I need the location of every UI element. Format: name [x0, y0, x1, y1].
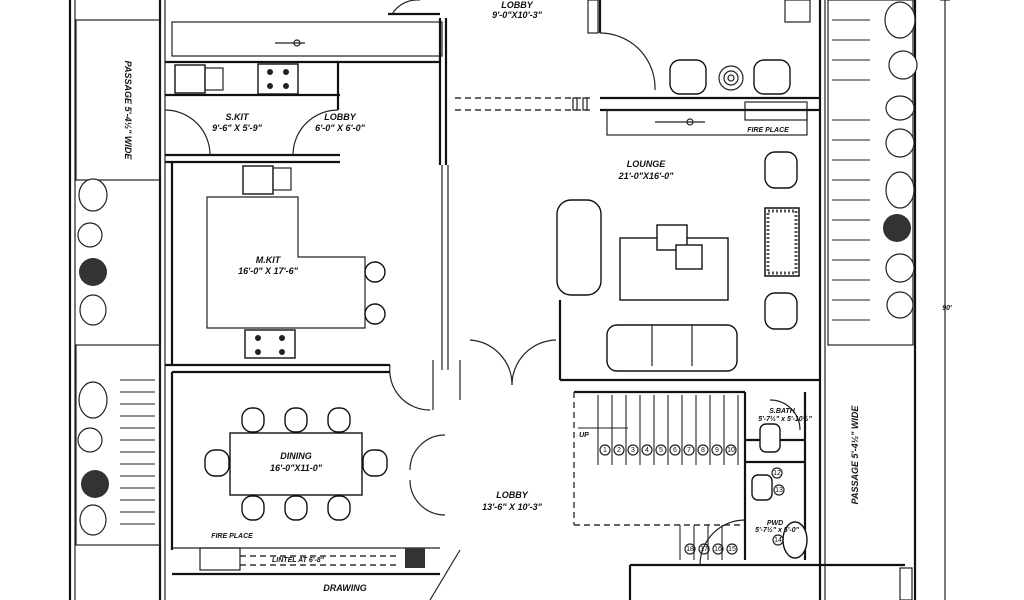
stair-step-number: 9: [715, 447, 719, 454]
dimension-depth-label: 90': [942, 305, 952, 312]
room-name-s-kit: S.KIT: [225, 112, 250, 122]
room-size-lobby-main: 13'-6" X 10'-3": [482, 502, 543, 512]
passage-right-label: PASSAGE 5'-4½" WIDE: [850, 405, 860, 505]
room-size-s-kit: 9'-6" X 5'-9": [212, 123, 263, 133]
stair-step-number: 6: [673, 447, 677, 454]
stair-up-label: UP: [579, 432, 589, 439]
stair-step-number: 13: [775, 487, 783, 494]
lounge-furniture: [556, 59, 800, 372]
fire-place-lounge-label: FIRE PLACE: [747, 127, 789, 134]
room-name-drawing: DRAWING: [323, 583, 367, 593]
stair-step-number: 16: [714, 546, 722, 553]
stair-step-number: 18: [686, 546, 694, 553]
room-size-lobby-top: 9'-0"X10'-3": [492, 10, 543, 20]
staircase: [578, 395, 808, 560]
room-labels: LOBBY 9'-0"X10'-3" S.KIT 9'-6" X 5'-9" L…: [123, 0, 952, 593]
room-name-pwd: PWD: [767, 520, 783, 527]
stair-step-number: 2: [617, 447, 621, 454]
stair-step-number: 7: [687, 447, 691, 454]
room-name-lobby-small: LOBBY: [324, 112, 356, 122]
stair-numbers: 1 2 3 4 5 6 7 8 9 10 12 13 14 18 17 16 1…: [599, 444, 785, 555]
room-size-lounge: 21'-0"X16'-0": [618, 171, 675, 181]
doors: [164, 0, 801, 566]
room-size-lobby-small: 6'-0" X 6'-0": [315, 123, 366, 133]
room-name-lounge: LOUNGE: [627, 159, 666, 169]
stair-step-number: 3: [631, 447, 635, 454]
stair-step-number: 8: [701, 447, 705, 454]
room-name-m-kit: M.KIT: [256, 255, 282, 265]
walls: [165, 0, 913, 600]
stair-step-number: 12: [773, 470, 781, 477]
right-planters: [827, 0, 918, 346]
stair-step-number: 4: [645, 447, 649, 454]
room-name-s-bath: S.BATH: [769, 408, 795, 415]
room-size-s-bath: 5'-7½" x 5'-10½": [758, 415, 812, 423]
left-planters: [75, 19, 161, 546]
room-name-dining: DINING: [280, 451, 312, 461]
room-size-dining: 16'-0"X11-0": [270, 463, 323, 473]
room-size-pwd: 5'-7½" x 5'-0": [755, 526, 800, 534]
room-size-m-kit: 16'-0" X 17'-6": [238, 266, 299, 276]
rear-toilet-fixture: [751, 423, 808, 559]
lintel-label: LINTEL AT 6'-8": [272, 557, 325, 564]
stair-step-number: 14: [774, 537, 782, 544]
stair-step-number: 1: [603, 447, 607, 454]
stair-step-number: 15: [728, 546, 736, 553]
stair-step-number: 5: [659, 447, 663, 454]
fire-place-dining-label: FIRE PLACE: [211, 533, 253, 540]
dining-set: [204, 407, 388, 521]
kitchen-fixtures: [174, 63, 386, 359]
stair-step-number: 17: [700, 546, 708, 553]
room-name-lobby-top: LOBBY: [501, 0, 533, 10]
passage-left-label: PASSAGE 5'-4½" WIDE: [123, 61, 133, 161]
room-name-lobby-main: LOBBY: [496, 490, 528, 500]
stair-step-number: 10: [727, 447, 735, 454]
